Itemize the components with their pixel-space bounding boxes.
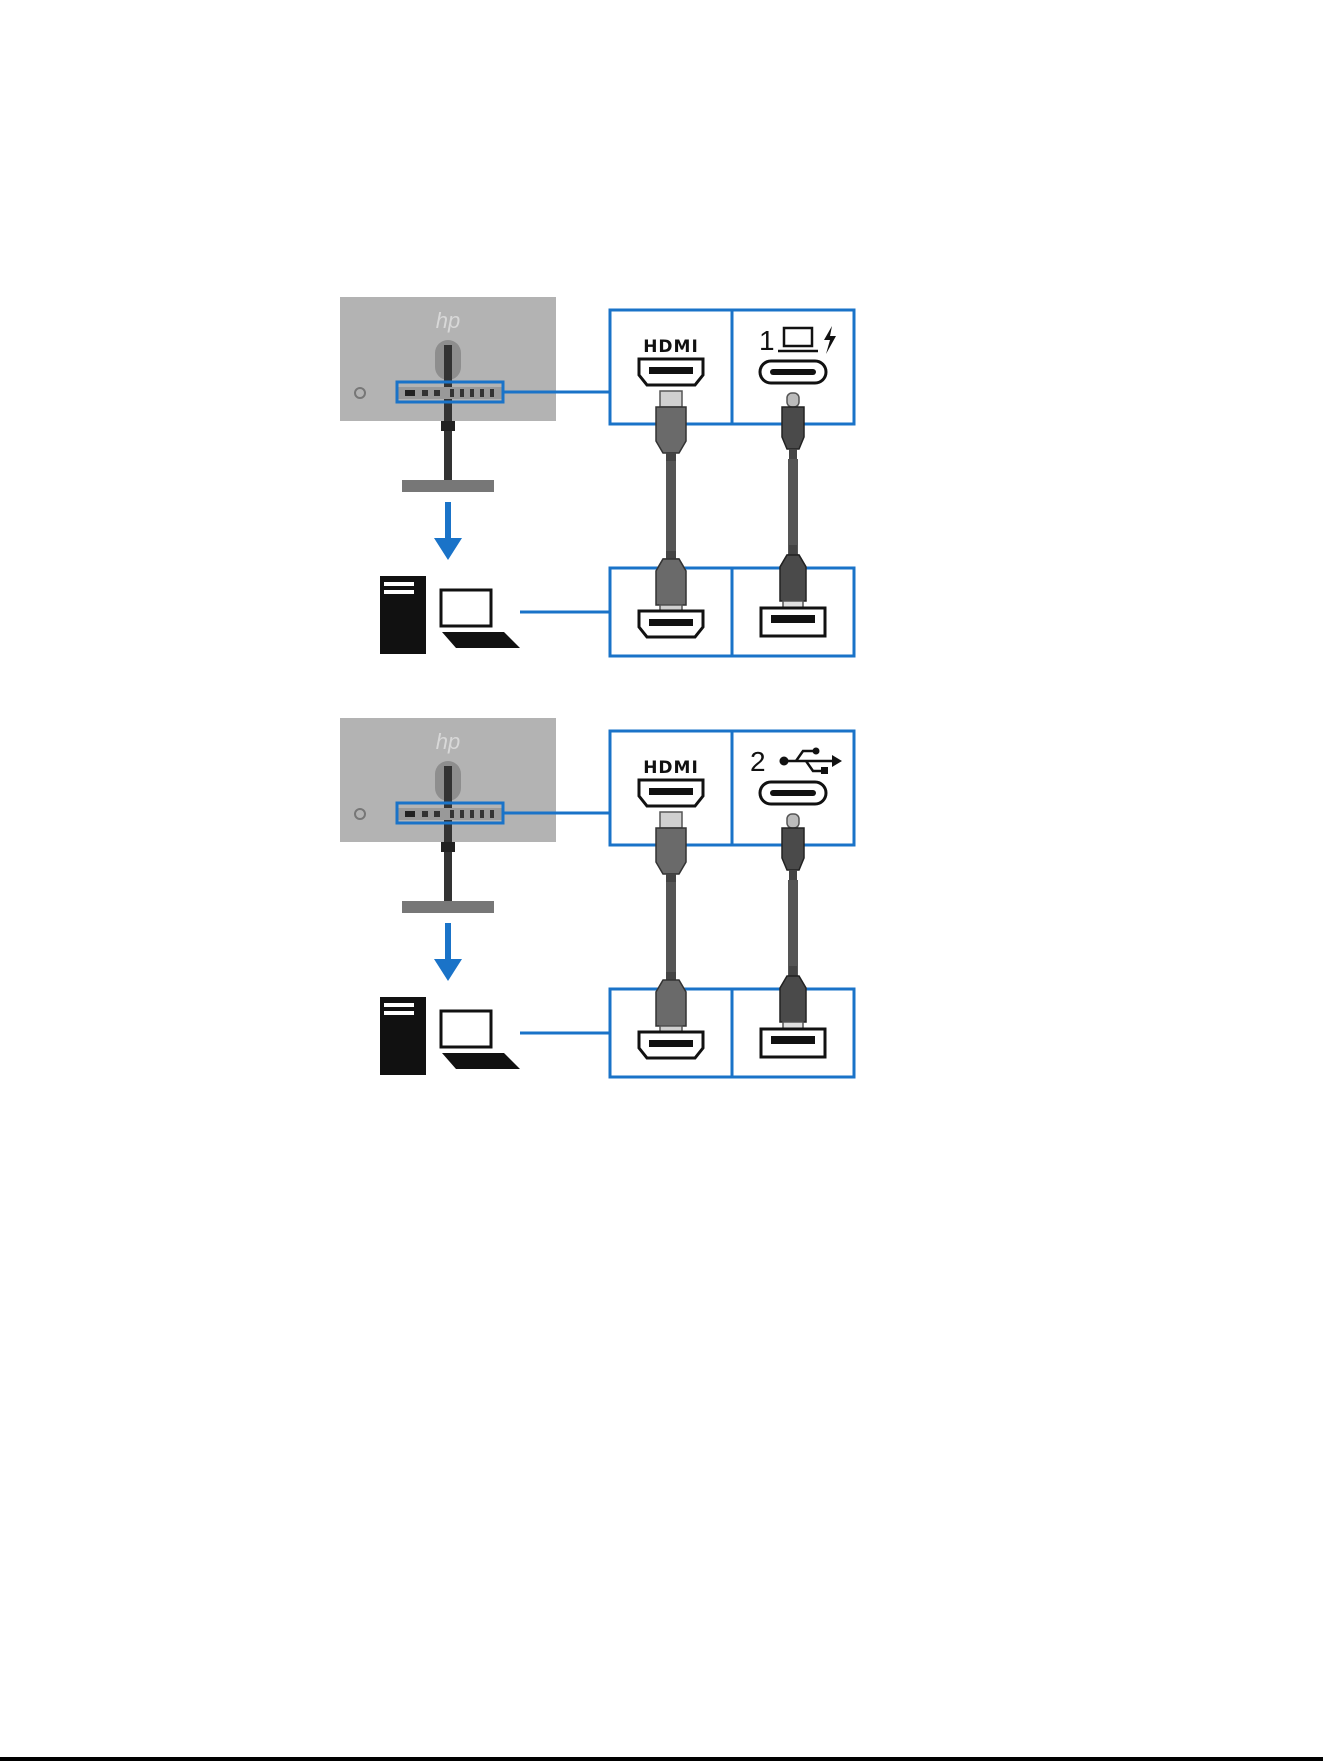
diagram-2: hp HDMI: [340, 718, 854, 1077]
port-number-label: 2: [750, 746, 766, 777]
arrow-down-icon: [434, 923, 462, 981]
arrow-down-icon: [434, 502, 462, 560]
usb-a-port-icon: [761, 1029, 825, 1057]
page-bottom-rule: [0, 1757, 1323, 1761]
monitor-port-box: HDMI 2: [610, 731, 854, 845]
computer-port-box: [610, 545, 854, 656]
desktop-tower-icon: [380, 576, 426, 654]
usb-c-port-icon: [760, 361, 826, 383]
computer-port-box: [610, 966, 854, 1077]
diagram-1: hp HDMI: [340, 297, 854, 656]
laptop-icon: [441, 1011, 520, 1069]
usb-cable: [782, 814, 804, 976]
monitor-rear: hp: [340, 718, 556, 913]
hdmi-logo: HDMI: [643, 337, 699, 357]
port-panel: [398, 387, 502, 399]
hdmi-port-icon: [639, 611, 703, 637]
hdmi-port-icon: [639, 359, 703, 385]
hdmi-logo: HDMI: [643, 758, 699, 778]
hdmi-port-icon: [639, 780, 703, 806]
hp-logo: hp: [436, 729, 460, 754]
laptop-icon: [441, 590, 520, 648]
port-panel: [398, 808, 502, 820]
usb-c-port-icon: [760, 782, 826, 804]
monitor-port-box: HDMI 1: [610, 310, 854, 424]
hdmi-cable: [656, 812, 686, 974]
desktop-tower-icon: [380, 997, 426, 1075]
monitor-rear: hp: [340, 297, 556, 492]
hp-logo: hp: [436, 308, 460, 333]
port-number-label: 1: [759, 325, 775, 356]
hdmi-port-icon: [639, 1032, 703, 1058]
usb-a-port-icon: [761, 608, 825, 636]
